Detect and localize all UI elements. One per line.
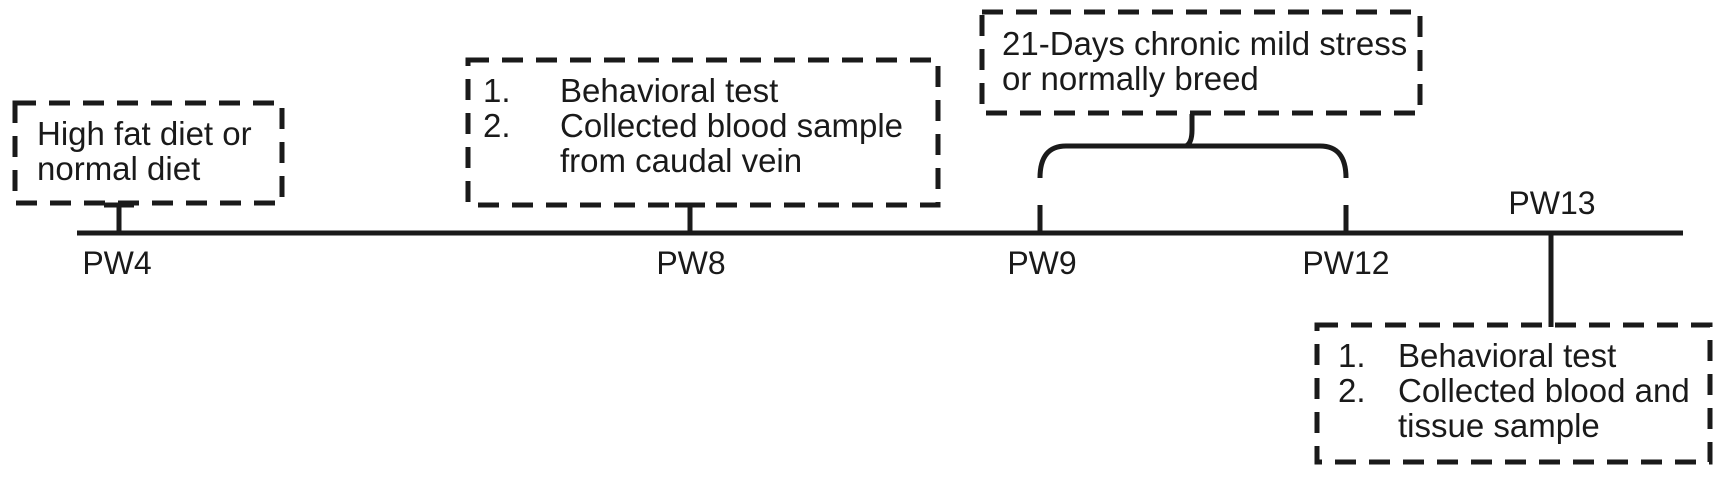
cms-bracket-stem [1184,114,1195,149]
diet-box-line1: High fat diet or [37,115,252,152]
pw8-event-item-2: 2. Collected blood sample from caudal ve… [483,108,927,178]
pw13-event-2-text: Collected blood and tissue sample [1398,372,1690,444]
pw8-event-2-number: 2. [483,107,511,144]
pw13-event-2-number: 2. [1338,372,1366,409]
diet-box-line2: normal diet [37,150,201,187]
pw8-event-1-number: 1. [483,72,511,109]
pw13-event-1-text: Behavioral test [1398,337,1617,374]
pw13-event-item-2: 2. Collected blood and tissue sample [1338,373,1700,443]
cms-box-outline [979,9,1423,116]
pw8-event-2-text: Collected blood sample from caudal vein [560,107,904,179]
pw13-events-box-outline [1314,322,1713,465]
diet-box: High fat diet or normal diet [37,116,252,186]
label-pw9: PW9 [1007,245,1077,281]
label-pw4: PW4 [82,245,152,281]
label-pw8: PW8 [656,245,726,281]
cms-box: 21-Days chronic mild stress or normally … [1002,26,1407,96]
diet-box-outline [12,100,285,206]
pw13-events-box: 1. Behavioral test 2. Collected blood an… [1338,338,1700,443]
pw8-event-item-1: 1. Behavioral test [483,73,927,108]
pw8-event-1-text: Behavioral test [560,72,779,109]
label-pw13: PW13 [1508,185,1596,221]
pw13-event-1-number: 1. [1338,337,1366,374]
label-pw12: PW12 [1302,245,1390,281]
pw13-event-item-1: 1. Behavioral test [1338,338,1700,373]
cms-span-bracket [1037,143,1349,179]
cms-box-line2: or normally breed [1002,60,1259,97]
cms-box-line1: 21-Days chronic mild stress [1002,25,1408,62]
pw8-events-box: 1. Behavioral test 2. Collected blood sa… [483,73,927,178]
